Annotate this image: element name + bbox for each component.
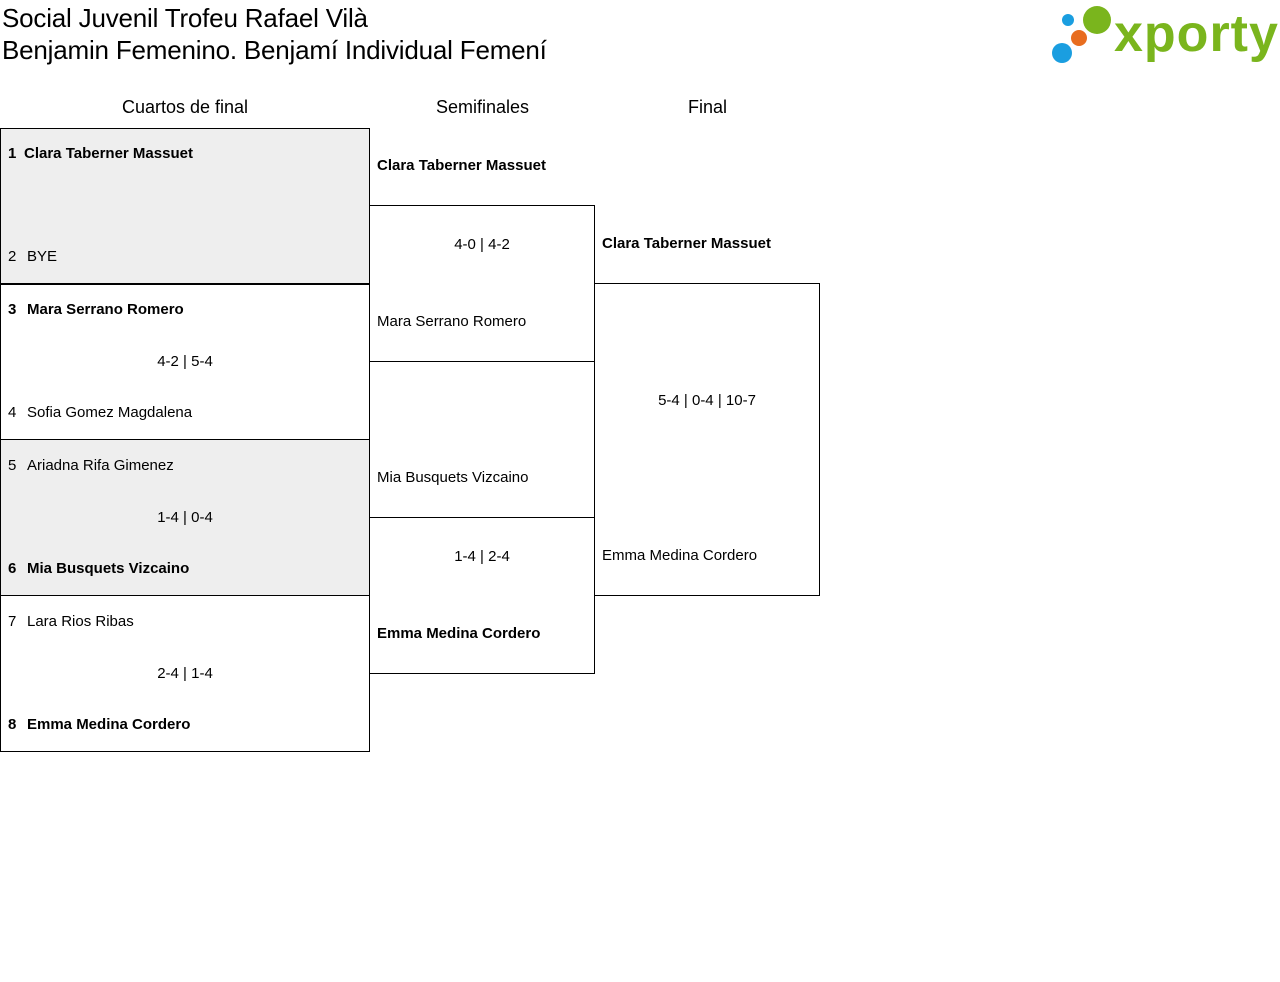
round-title-final: Final	[687, 97, 727, 117]
semifinal-2-top-player: Mia Busquets Vizcaino	[377, 469, 529, 486]
final-bottom-player: Emma Medina Cordero	[602, 547, 758, 564]
match-score: 1-4 | 0-4	[157, 509, 213, 526]
player-name: Lara Rios Ribas	[27, 613, 134, 630]
logo-dot-orange	[1071, 30, 1087, 46]
tournament-title: Social Juvenil Trofeu Rafael Vilà	[2, 3, 368, 33]
player-name: Sofia Gomez Magdalena	[27, 404, 193, 421]
title-block: Social Juvenil Trofeu Rafael Vilà Benjam…	[2, 2, 547, 66]
semifinal-1-bottom-player: Mara Serrano Romero	[377, 313, 527, 330]
player-name: Mara Serrano Romero	[27, 301, 184, 318]
quarterfinal-match-4: 7 Lara Rios Ribas 2-4 | 1-4 8 Emma Medina …	[0, 595, 370, 752]
quarterfinal-match-2: 3 Mara Serrano Romero 4-2 | 5-4 4 Sofia Go…	[0, 283, 370, 440]
semifinal-2-score: 1-4 | 2-4	[454, 548, 510, 565]
final-match-box	[594, 283, 820, 596]
seed: 7	[8, 613, 17, 630]
seed: 1	[8, 145, 17, 162]
player-top: 7 Lara Rios Ribas	[8, 613, 134, 631]
player-bottom: 4 Sofia Gomez Magdalena	[8, 404, 192, 422]
logo-dot-blue	[1052, 43, 1072, 63]
final-score: 5-4 | 0-4 | 10-7	[658, 392, 756, 409]
round-title-semifinals: Semifinales	[435, 97, 530, 117]
semifinal-2-bottom-player: Emma Medina Cordero	[377, 625, 541, 642]
match-score: 2-4 | 1-4	[157, 665, 213, 682]
quarterfinal-match-1: 1 Clara Taberner Massuet 2 BYE	[0, 128, 370, 285]
seed: 5	[8, 457, 17, 474]
seed: 6	[8, 560, 17, 577]
logo-dot-blue-small	[1062, 14, 1074, 26]
category-title: Benjamin Femenino. Benjamí Individual Fe…	[2, 35, 547, 65]
player-top: 5 Ariadna Rifa Gimenez	[8, 457, 174, 475]
seed: 3	[8, 301, 17, 318]
semifinal-match-1-box	[369, 205, 595, 362]
player-bottom: 6 Mia Busquets Vizcaino	[8, 560, 189, 578]
semifinal-1-score: 4-0 | 4-2	[454, 236, 510, 253]
player-name: Clara Taberner Massuet	[24, 145, 193, 162]
seed: 8	[8, 716, 17, 733]
round-title-quarterfinals: Cuartos de final	[121, 97, 249, 117]
player-name: Emma Medina Cordero	[27, 716, 191, 733]
player-top: 3 Mara Serrano Romero	[8, 301, 184, 319]
xporty-logo: xporty	[1050, 4, 1279, 68]
logo-wordmark: xporty	[1114, 5, 1279, 63]
semifinal-1-top-player: Clara Taberner Massuet	[377, 157, 546, 174]
player-bottom: 8 Emma Medina Cordero	[8, 716, 190, 734]
player-name: Mia Busquets Vizcaino	[27, 560, 190, 577]
quarterfinal-match-3: 5 Ariadna Rifa Gimenez 1-4 | 0-4 6 Mia Bus…	[0, 439, 370, 596]
player-name: Ariadna Rifa Gimenez	[27, 457, 174, 474]
player-top: 1 Clara Taberner Massuet	[8, 145, 193, 163]
seed: 4	[8, 404, 17, 421]
seed: 2	[8, 248, 17, 265]
player-bottom: 2 BYE	[8, 248, 57, 266]
logo-dot-green	[1083, 6, 1111, 34]
final-top-player: Clara Taberner Massuet	[602, 235, 771, 252]
semifinal-match-2-box	[369, 517, 595, 674]
match-score: 4-2 | 5-4	[157, 353, 213, 370]
player-name: BYE	[27, 248, 58, 265]
